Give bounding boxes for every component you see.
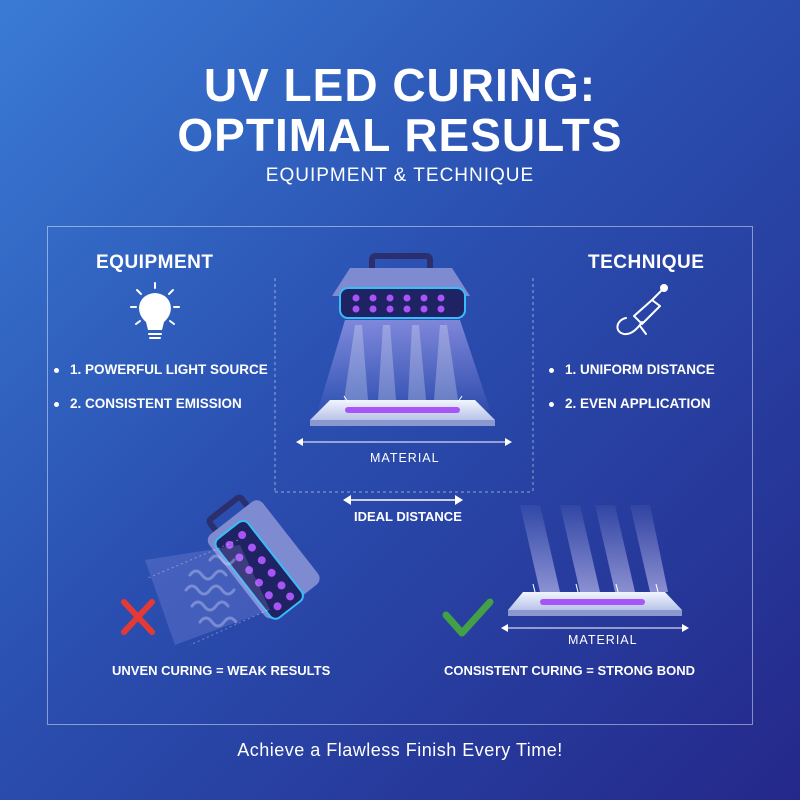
equipment-list: 1. POWERFUL LIGHT SOURCE 2. CONSISTENT E… xyxy=(54,362,268,430)
ideal-distance-arrow xyxy=(343,495,463,505)
x-mark-icon xyxy=(121,599,155,635)
technique-item-2: 2. EVEN APPLICATION xyxy=(549,396,715,430)
uv-lamp-top xyxy=(332,253,470,319)
checkmark-icon xyxy=(442,598,494,637)
material-label-bottom: MATERIAL xyxy=(568,633,638,647)
title-line-2: OPTIMAL RESULTS xyxy=(177,109,623,161)
subtitle: EQUIPMENT & TECHNIQUE xyxy=(265,165,535,186)
material-width-arrow xyxy=(296,438,512,446)
uv-light-cone xyxy=(318,320,490,410)
uneven-light-beam xyxy=(145,545,270,645)
uv-lamp-tilted xyxy=(206,494,320,620)
uneven-beam-edges xyxy=(147,539,269,646)
material-width-arrow-bottom xyxy=(501,624,689,632)
applicator-gun-icon xyxy=(616,284,668,336)
material-plate-bottom xyxy=(508,592,682,616)
light-rays xyxy=(344,325,458,400)
equipment-heading: EQUIPMENT xyxy=(96,252,214,273)
content-frame xyxy=(47,226,753,725)
technique-heading: TECHNIQUE xyxy=(588,252,705,273)
footer-tagline: Achieve a Flawless Finish Every Time! xyxy=(237,740,563,760)
equipment-item-2: 2. CONSISTENT EMISSION xyxy=(54,396,268,430)
material-label-top: MATERIAL xyxy=(370,451,440,465)
technique-item-1: 1. UNIFORM DISTANCE xyxy=(549,362,715,396)
ideal-distance-label: IDEAL DISTANCE xyxy=(354,509,462,524)
uneven-residue-pattern xyxy=(184,554,238,628)
material-plate-top xyxy=(310,395,495,426)
bad-example-caption: UNVEN CURING = WEAK RESULTS xyxy=(112,663,331,678)
lightbulb-icon xyxy=(130,282,180,339)
center-dashed-box xyxy=(274,278,534,493)
technique-list: 1. UNIFORM DISTANCE 2. EVEN APPLICATION xyxy=(549,362,715,430)
title-line-1: UV LED CURING: xyxy=(203,59,597,111)
equipment-item-1: 1. POWERFUL LIGHT SOURCE xyxy=(54,362,268,396)
parallel-light-beams xyxy=(520,505,668,593)
good-example-caption: CONSISTENT CURING = STRONG BOND xyxy=(444,663,695,678)
